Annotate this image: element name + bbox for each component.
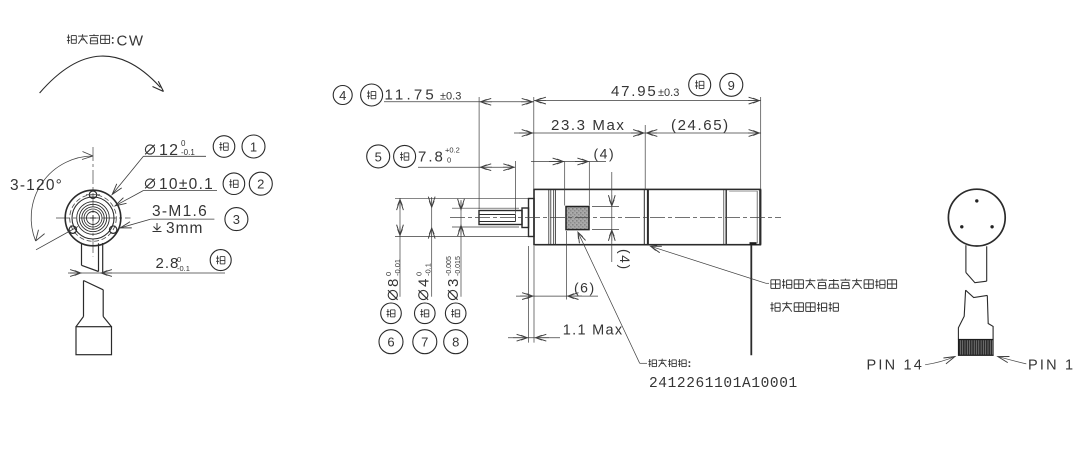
svg-text:11.75: 11.75 [385,87,437,104]
svg-text:7.8: 7.8 [418,149,445,166]
svg-text:9: 9 [728,78,735,93]
svg-text:-0.1: -0.1 [423,263,432,276]
svg-text:23.3 Max: 23.3 Max [551,117,626,134]
svg-text:-0.1: -0.1 [177,264,190,273]
svg-text:3mm: 3mm [166,220,203,237]
svg-text:±0.3: ±0.3 [658,87,679,99]
svg-text:0: 0 [384,272,393,276]
svg-text:0: 0 [414,272,423,276]
svg-text:8: 8 [452,335,459,350]
svg-text:0: 0 [447,156,451,165]
svg-text:1: 1 [250,140,257,155]
svg-text:+0.2: +0.2 [445,146,460,155]
svg-text:0: 0 [177,255,181,264]
svg-text:8: 8 [385,279,402,287]
svg-text:(24.65): (24.65) [671,117,730,134]
svg-text:(6): (6) [574,279,596,295]
svg-text:-0.1: -0.1 [181,148,195,157]
svg-text:PIN 14: PIN 14 [867,358,925,374]
svg-text:3: 3 [233,212,240,227]
svg-text:-0.005: -0.005 [446,256,453,276]
svg-text:4: 4 [339,88,346,103]
svg-text:(4): (4) [594,146,616,162]
svg-text:5: 5 [375,149,382,164]
svg-text:3-120°: 3-120° [10,177,63,194]
svg-text:0: 0 [181,139,186,148]
svg-text:2412261101A10001: 2412261101A10001 [649,376,798,392]
svg-text:2: 2 [257,177,264,192]
svg-text:PIN 1: PIN 1 [1028,358,1075,374]
svg-text:CW: CW [117,33,145,50]
svg-text:7: 7 [421,335,428,350]
svg-text:47.95: 47.95 [611,83,658,100]
svg-text:±0.3: ±0.3 [440,91,461,103]
svg-text:12: 12 [159,142,179,159]
svg-text:3-M1.6: 3-M1.6 [152,203,208,220]
svg-text:6: 6 [387,335,394,350]
svg-text:4: 4 [416,279,433,287]
svg-text:3: 3 [445,279,462,287]
svg-text:(4): (4) [617,249,633,271]
svg-text:10±0.1: 10±0.1 [159,176,214,193]
svg-text:-0.01: -0.01 [393,259,402,276]
svg-text:-0.015: -0.015 [455,256,462,276]
svg-text:1.1 Max: 1.1 Max [563,323,624,339]
svg-text:2.8: 2.8 [156,255,180,272]
